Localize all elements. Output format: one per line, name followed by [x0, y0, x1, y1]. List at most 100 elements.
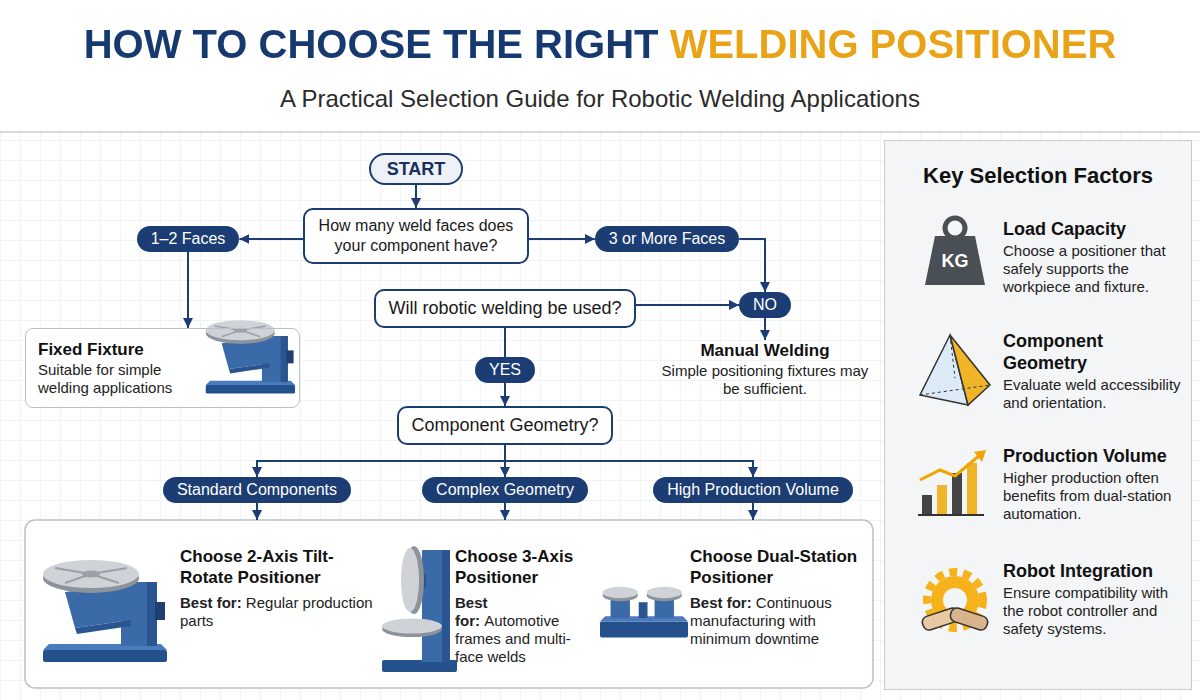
bar-chart-icon — [974, 450, 986, 462]
branch-pill: Standard Components — [163, 477, 351, 503]
detail-lead: Best for: — [455, 594, 488, 629]
branch-pill: NO — [739, 292, 791, 318]
header-ground — [0, 0, 1200, 131]
option-box: Choose 2-Axis Tilt-Rotate PositionerBest… — [180, 520, 375, 630]
node-heading: Will robotic welding be used? — [388, 297, 621, 320]
flow-connector — [187, 252, 189, 328]
three-axis-positioner — [401, 548, 419, 612]
node-heading: Robot Integration — [1003, 560, 1185, 582]
factor-item: Production VolumeHigher production often… — [1003, 445, 1185, 523]
two-axis-positioner — [43, 560, 167, 662]
node-heading: Component Geometry? — [411, 414, 598, 437]
bar-chart-icon — [952, 473, 962, 515]
node-body: Ensure compatibility with the robot cont… — [1003, 584, 1185, 638]
node-heading: Load Capacity — [1003, 218, 1185, 240]
option-detail: Best for:Continuous manufacturing with m… — [690, 594, 868, 648]
node-heading: Choose Dual-Station Positioner — [690, 546, 868, 588]
pyramid-icon — [920, 385, 990, 395]
flow-connector — [505, 445, 753, 477]
node-body: Simple positioning fixtures may be suffi… — [660, 362, 870, 398]
factor-item: Load CapacityChoose a positioner that sa… — [1003, 218, 1185, 296]
node-heading: START — [387, 158, 446, 180]
flow-connector — [257, 445, 505, 477]
branch-pill: Complex Geometry — [422, 477, 588, 503]
node-heading: Choose 2-Axis Tilt-Rotate Positioner — [180, 546, 375, 588]
option-detail: Best for:Automotive frames and multi-fac… — [455, 594, 595, 666]
flow-connector — [256, 503, 258, 520]
result-card: Fixed FixtureSuitable for simple welding… — [25, 328, 300, 408]
dual-station-positioner — [639, 602, 648, 618]
flow-connector — [764, 318, 766, 340]
flow-connector — [752, 503, 754, 520]
factor-item: Robot IntegrationEnsure compatibility wi… — [1003, 560, 1185, 638]
node-heading: Fixed Fixture — [38, 339, 191, 361]
option-detail: Best for:Regular production parts — [180, 594, 375, 630]
node-heading: Key Selection Factors — [885, 163, 1191, 189]
option-box: Choose Dual-Station PositionerBest for:C… — [690, 520, 868, 648]
gear-handshake-icon — [921, 572, 989, 632]
branch-pill: 1–2 Faces — [137, 226, 240, 252]
branch-pill: YES — [475, 357, 535, 383]
three-axis-positioner — [382, 546, 457, 672]
node-heading: 3 or More Faces — [609, 229, 725, 249]
branch-pill: 3 or More Faces — [595, 226, 739, 252]
pyramid-icon — [920, 335, 990, 405]
node-heading: YES — [489, 360, 521, 380]
decision-box: Component Geometry? — [397, 406, 612, 445]
detail-lead: Best for: — [690, 594, 752, 611]
node-heading: NO — [753, 295, 777, 315]
dual-station-positioner — [600, 587, 688, 638]
factors-panel: Key Selection FactorsLoad CapacityChoose… — [884, 140, 1192, 690]
header-rule — [0, 131, 1200, 133]
diagram-title: HOW TO CHOOSE THE RIGHT WELDING POSITION… — [0, 20, 1200, 68]
start-terminal: START — [369, 153, 464, 185]
node-heading: 1–2 Faces — [151, 229, 226, 249]
two-axis-positioner — [206, 320, 295, 393]
flow-connector — [636, 304, 739, 306]
bar-chart-icon — [920, 455, 980, 480]
flow-connector — [529, 238, 595, 240]
options-container — [25, 520, 873, 688]
node-heading: High Production Volume — [667, 480, 839, 500]
node-heading: Standard Components — [177, 480, 337, 500]
bar-chart-icon — [937, 485, 947, 515]
flow-connector — [239, 238, 303, 240]
three-axis-positioner — [422, 550, 450, 662]
node-body: Suitable for simple welding applications — [38, 361, 191, 397]
bar-chart-icon — [918, 450, 986, 515]
panel-ground — [884, 140, 1192, 690]
node-heading: Complex Geometry — [436, 480, 574, 500]
bar-chart-icon — [967, 463, 977, 515]
node-heading: Component Geometry — [1003, 330, 1185, 374]
subtitle-text: A Practical Selection Guide for Robotic … — [0, 84, 1200, 114]
node-heading: How many weld faces does your component … — [317, 216, 515, 256]
gear-handshake-icon — [949, 606, 989, 631]
flow-connector — [739, 239, 765, 292]
flow-connector — [504, 383, 506, 406]
factor-item: Component GeometryEvaluate weld accessib… — [1003, 330, 1185, 412]
node-heading: Manual Welding — [660, 340, 870, 362]
option-box: Choose 3-Axis PositionerBest for:Automot… — [455, 520, 595, 666]
weight-icon — [925, 236, 985, 285]
dual-station-positioner — [600, 622, 688, 638]
bar-chart-icon — [918, 514, 984, 516]
weight-icon — [925, 218, 985, 285]
dual-station-positioner — [647, 587, 682, 598]
three-axis-positioner — [442, 550, 450, 662]
three-axis-positioner — [382, 619, 442, 634]
node-body: Evaluate weld accessibility and orientat… — [1003, 376, 1185, 412]
decision-box: How many weld faces does your component … — [303, 208, 529, 264]
pyramid-icon — [950, 335, 955, 378]
flow-connector — [504, 503, 506, 520]
node-body: Choose a positioner that safely supports… — [1003, 242, 1185, 296]
weight-icon — [945, 218, 965, 238]
result-text: Manual WeldingSimple positioning fixture… — [660, 340, 870, 398]
decision-box: Will robotic welding be used? — [374, 289, 635, 328]
bar-chart-icon — [922, 495, 932, 515]
flow-connector — [415, 185, 417, 208]
node-heading: Production Volume — [1003, 445, 1185, 467]
node-body: Higher production often benefits from du… — [1003, 469, 1185, 523]
dual-station-positioner — [603, 587, 638, 598]
